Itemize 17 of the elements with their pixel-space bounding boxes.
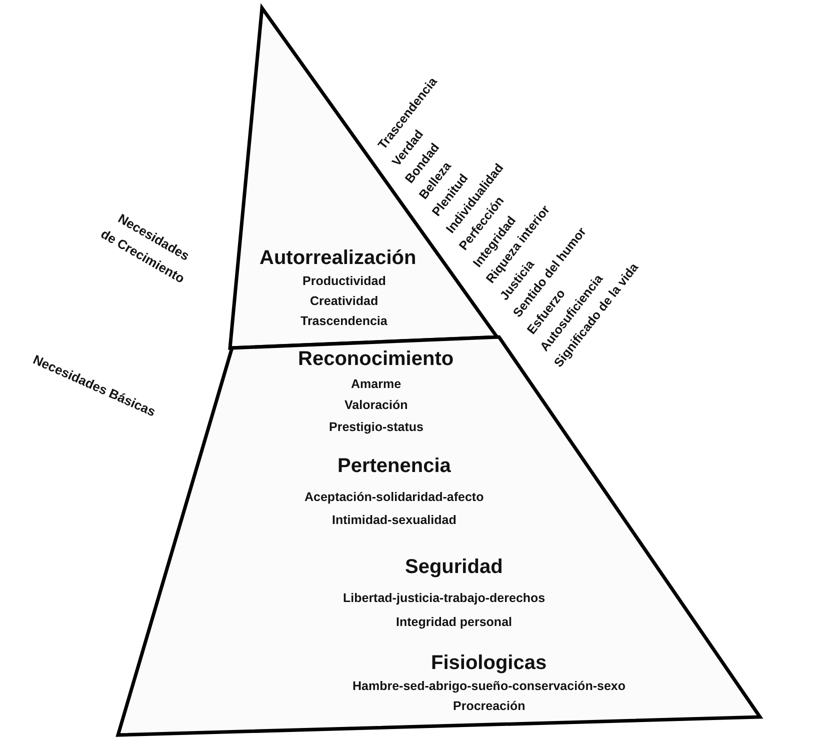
level-heading: Pertenencia [338,455,451,477]
need-item: Intimidad-sexualidad [332,514,456,528]
level-heading: Reconocimiento [298,348,454,370]
need-item: Aceptación-solidaridad-afecto [304,491,484,505]
need-item: Integridad personal [396,616,512,630]
level-heading: Seguridad [405,556,503,578]
need-item: Procreación [453,700,526,714]
level-heading: Fisiologicas [431,652,547,674]
need-item: Productividad [302,275,386,289]
level-heading: Autorrealización [260,247,416,269]
need-item: Prestigio-status [329,421,424,435]
need-item: Hambre-sed-abrigo-sueño-conservación-sexo [352,680,626,694]
need-item: Creatividad [310,295,378,309]
need-item: Valoración [344,399,408,413]
need-item: Trascendencia [300,315,388,329]
need-item: Libertad-justicia-trabajo-derechos [343,592,546,606]
need-item: Amarme [351,378,402,392]
